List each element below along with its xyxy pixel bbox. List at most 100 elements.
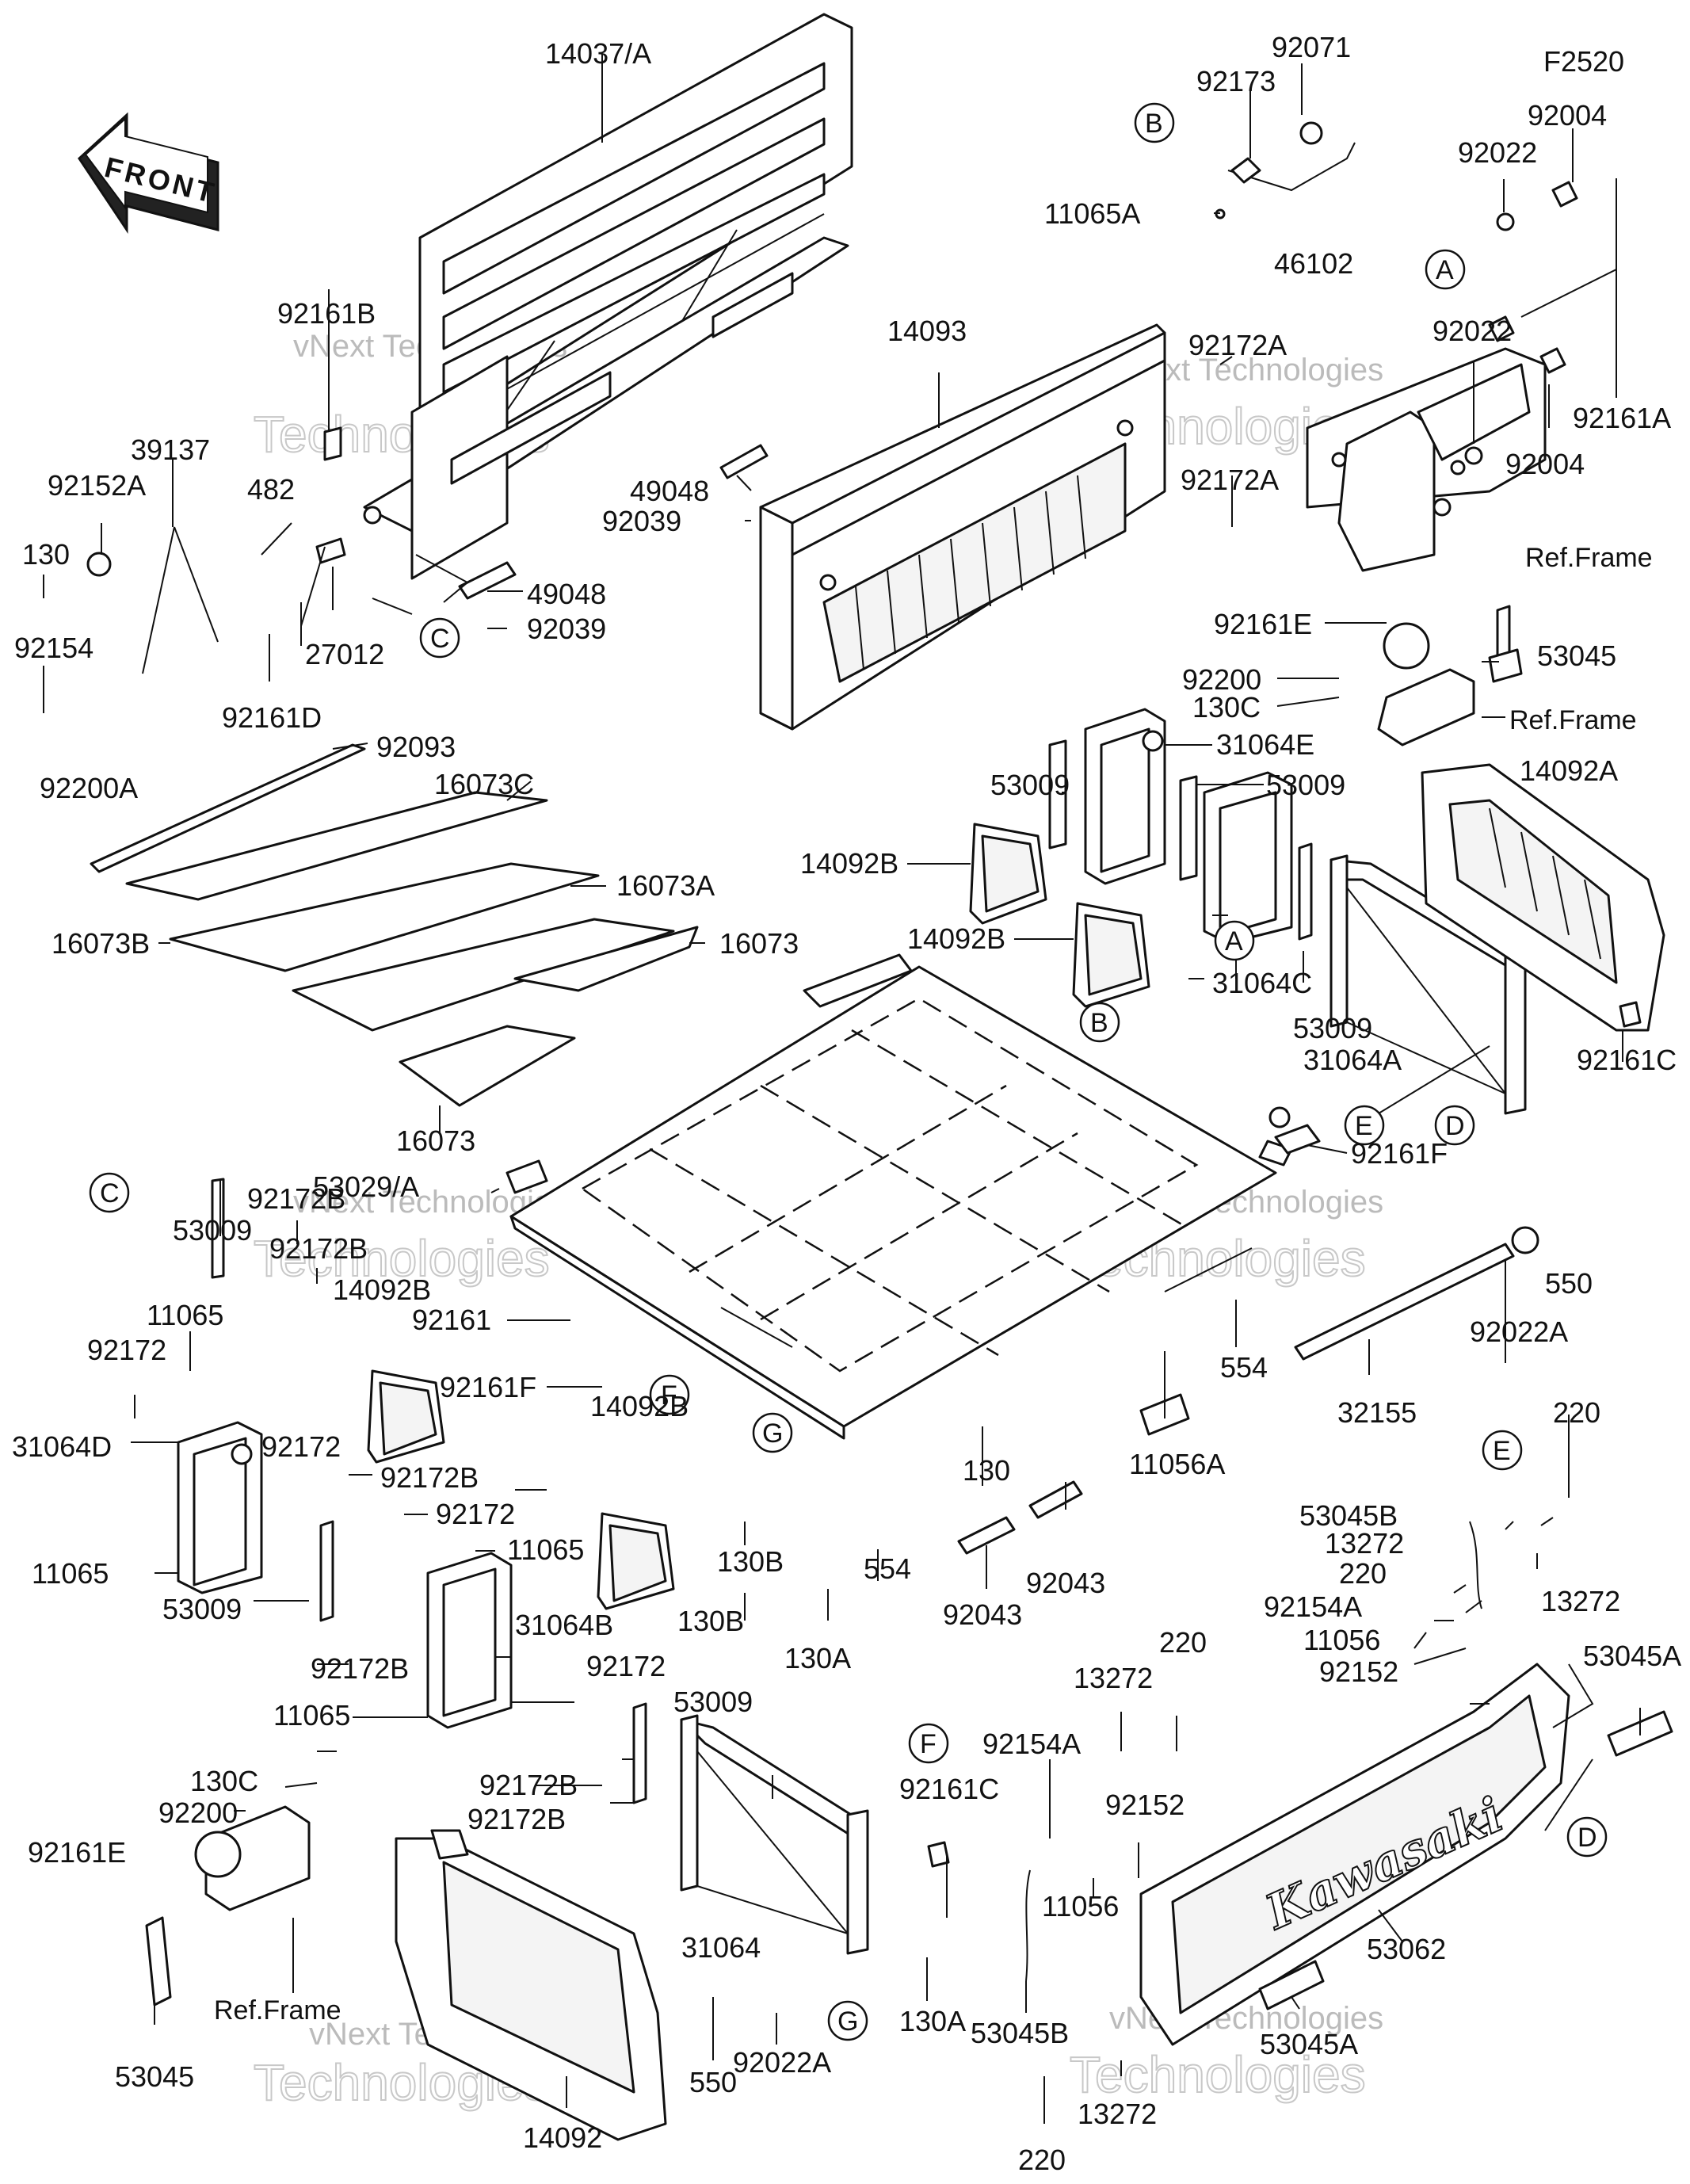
part-label: 49048 [630, 475, 709, 507]
part-label: 14037/A [545, 37, 651, 70]
part-label: 53045 [1537, 640, 1616, 672]
part-label: 13272 [1541, 1585, 1620, 1617]
part-label: 92172B [247, 1182, 345, 1215]
cargo-rack [363, 13, 853, 600]
side-panel-14092B-mid [597, 1512, 675, 1610]
part-label: 11056A [1129, 1448, 1225, 1480]
part-label: 92152 [1105, 1789, 1185, 1821]
side-panel-14092B-upper2 [1072, 902, 1150, 1008]
part-label: 554 [1220, 1351, 1268, 1384]
callout-label: E [1355, 1111, 1373, 1141]
part-label: 130B [717, 1545, 784, 1578]
part-label: 92152A [48, 469, 146, 502]
ref-frame-label: Ref.Frame [1509, 705, 1637, 735]
side-panel-53062: Kawasaki [1139, 1663, 1570, 2046]
part-label: 14092B [333, 1273, 431, 1306]
part-label: 482 [247, 473, 295, 506]
part-label: 16073 [396, 1124, 475, 1157]
callout-C-2: C [89, 1172, 130, 1213]
bracket-53009-c [1298, 842, 1313, 941]
part-label: 11065 [32, 1557, 109, 1590]
part-label: 92161F [1351, 1137, 1448, 1170]
part-label: 53029/A [313, 1170, 419, 1203]
ref-frame-label: Ref.Frame [214, 1995, 341, 2026]
plug-92161C-b [927, 1841, 950, 1868]
part-label: 53009 [1293, 1012, 1372, 1044]
tailgate-ribs [855, 475, 1086, 670]
part-label: 220 [1159, 1626, 1207, 1659]
part-label: 92172B [380, 1461, 479, 1494]
cable-53045B-upper [1469, 1521, 1482, 1609]
part-label: 92200 [1182, 663, 1261, 696]
part-label: 11056 [1303, 1624, 1380, 1656]
part-label: 13272 [1325, 1527, 1404, 1560]
part-label: 92172B [467, 1803, 566, 1835]
corner-post-31064B [426, 1552, 513, 1729]
part-label: 92172 [586, 1650, 666, 1682]
callout-A-2: A [1214, 920, 1255, 961]
part-label: 92043 [943, 1598, 1022, 1631]
callout-label: B [1145, 109, 1163, 139]
part-label: 130 [963, 1454, 1010, 1487]
part-label: 92039 [602, 505, 681, 537]
part-label: 11065 [147, 1299, 223, 1331]
part-label: 92172B [479, 1769, 578, 1801]
part-label: 92022 [1432, 315, 1512, 347]
callout-label: F [661, 1380, 677, 1411]
bed-mat-16073-right [513, 926, 699, 992]
part-label: 92161E [28, 1836, 126, 1869]
cable-53045B-lower [1025, 1869, 1031, 1982]
part-labels: 14037/A 92161B 39137 92152A 482 130 2701… [12, 31, 1681, 2176]
part-label: 46102 [1274, 247, 1353, 280]
part-label: 92200 [158, 1796, 238, 1829]
part-label: 49048 [527, 578, 606, 610]
part-label: 92004 [1528, 99, 1607, 132]
part-label: 92004 [1505, 448, 1585, 480]
diagram-code: F2520 [1543, 45, 1624, 78]
part-label: 92022 [1458, 136, 1537, 169]
callout-E-2: E [1482, 1430, 1523, 1471]
hinge-27012 [315, 537, 346, 564]
callout-F-1: F [649, 1374, 690, 1415]
part-label: 53045B [971, 2017, 1069, 2049]
callout-G-2: G [827, 2000, 868, 2041]
part-label: 92154A [982, 1728, 1081, 1760]
bracket-53009-b [1179, 775, 1198, 881]
part-label: 130 [22, 538, 70, 571]
bracket-53009-f [632, 1702, 647, 1804]
callout-label: E [1493, 1436, 1511, 1466]
side-panel-14092B-upper1 [969, 823, 1047, 925]
side-panel-14092A [1421, 763, 1665, 1032]
part-label: 220 [1339, 1557, 1387, 1590]
callout-B-1: B [1134, 102, 1175, 143]
ref-frame-label: Ref.Frame [1525, 543, 1653, 573]
callout-label: A [1436, 255, 1454, 285]
callout-E-1: E [1344, 1105, 1385, 1146]
part-label: 554 [864, 1552, 911, 1585]
front-arrow-icon: FRONT [78, 112, 220, 234]
part-label: 92172B [311, 1652, 409, 1685]
callout-A-1: A [1425, 249, 1466, 290]
part-label: 16073C [434, 768, 534, 800]
part-label: 11065 [507, 1533, 584, 1566]
callout-label: B [1090, 1008, 1108, 1038]
part-label: 53045B [1299, 1499, 1398, 1532]
watermark-text: Technologies [254, 1230, 550, 1287]
callout-C-1: C [419, 617, 460, 659]
part-label: 92093 [376, 731, 456, 763]
part-label: 14093 [887, 315, 967, 347]
part-label: 14092B [590, 1390, 689, 1422]
watermark-text: Technologies [1070, 2046, 1366, 2103]
callout-G-1: G [752, 1412, 793, 1453]
part-label: 53045A [1260, 2028, 1358, 2060]
part-label: 220 [1018, 2144, 1066, 2176]
bed-mat-16073C [125, 791, 548, 901]
leader-lines [43, 54, 1641, 2124]
stand-39137 [86, 426, 342, 674]
rod-32155 [1294, 1226, 1539, 1361]
bracket-ref-frame-lower-left [145, 1805, 311, 2006]
part-label: 92161C [899, 1773, 999, 1805]
part-label: 92172 [87, 1334, 166, 1366]
part-label: 130A [784, 1642, 851, 1674]
